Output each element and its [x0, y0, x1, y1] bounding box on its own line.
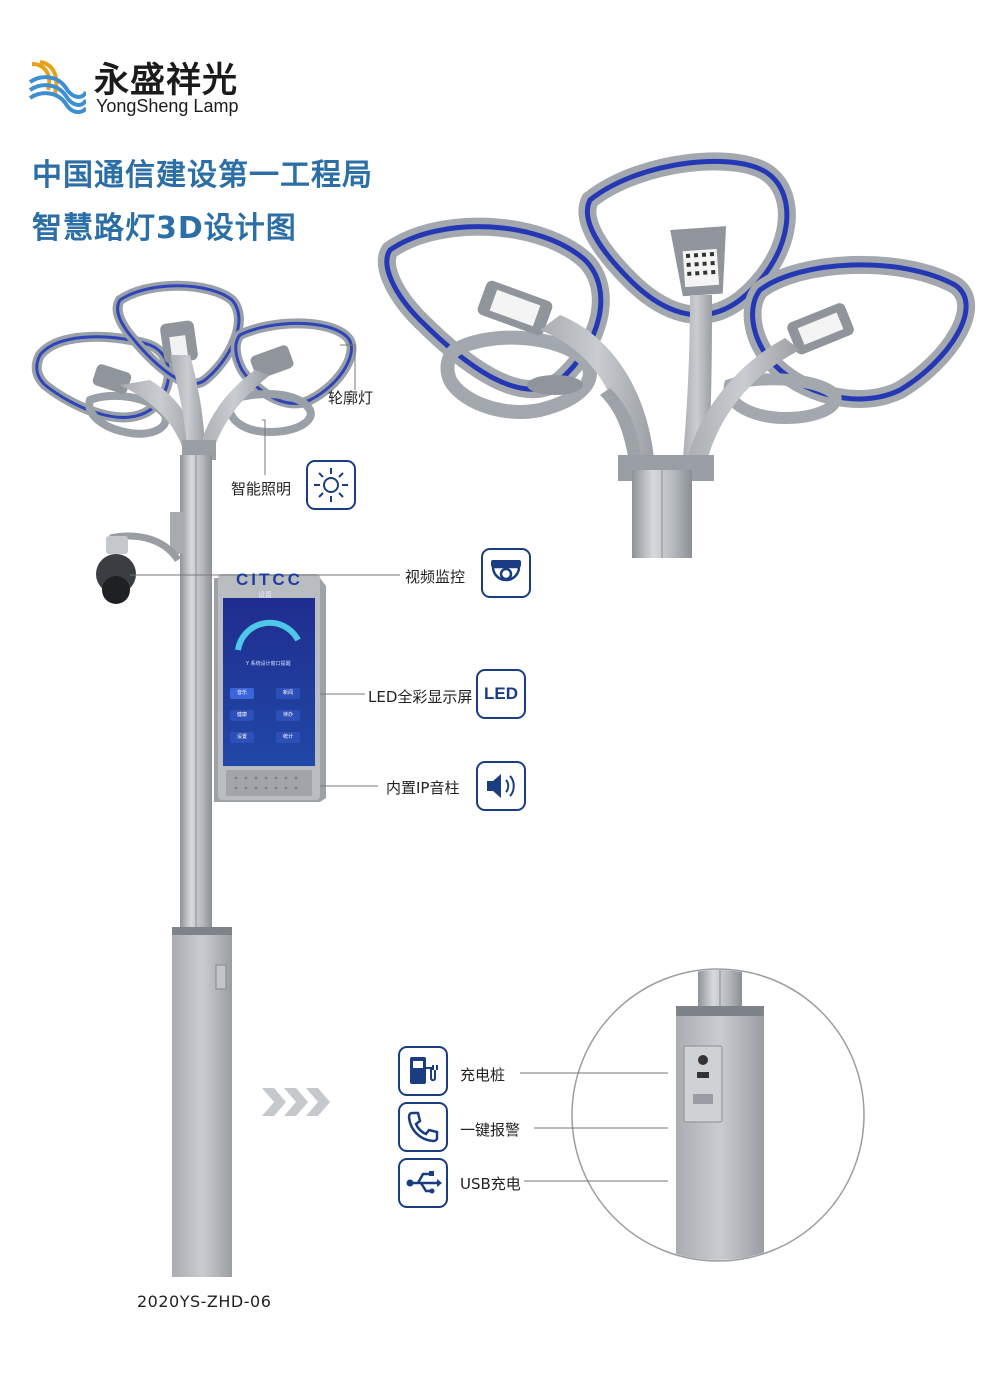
callout-lines	[130, 344, 400, 787]
led-screen-subtitle: Y 系统设计窗口提醒	[246, 661, 291, 667]
led-display-cabinet	[214, 574, 326, 802]
model-number: 2020YS-ZHD-06	[137, 1292, 272, 1311]
feature-charging-station: 充电桩	[460, 1066, 506, 1084]
led-screen-brand: CITCC	[236, 570, 303, 589]
speaker-icon	[476, 761, 526, 811]
callout-video-surveillance: 视频监控	[405, 568, 466, 586]
camera-icon	[481, 548, 531, 598]
charging-station-icon	[398, 1046, 448, 1096]
callout-ip-speaker: 内置IP音柱	[386, 779, 460, 797]
brand-logo: 永盛祥光 YongSheng Lamp	[28, 52, 278, 122]
page-title: 中国通信建设第一工程局	[32, 158, 373, 193]
led-screen-header: 设置	[258, 591, 272, 599]
phone-icon	[398, 1102, 448, 1152]
sun-icon	[306, 460, 356, 510]
led-screen-button-4[interactable]: 待办	[276, 710, 300, 721]
feature-usb-charging: USB充电	[460, 1175, 521, 1193]
page-subtitle: 智慧路灯3D设计图	[32, 211, 297, 246]
left-camera	[96, 512, 184, 604]
led-screen-button-6[interactable]: 统计	[276, 732, 300, 743]
feature-one-key-alarm: 一键报警	[460, 1121, 521, 1139]
left-pole-crown	[31, 280, 357, 460]
callout-led-display: LED全彩显示屏	[368, 688, 473, 706]
led-icon: LED	[476, 669, 526, 719]
crown-detail-view	[377, 152, 975, 558]
usb-icon	[398, 1158, 448, 1208]
led-screen-button-5[interactable]: 设置	[230, 732, 254, 743]
led-screen-button-3[interactable]: 健康	[230, 710, 254, 721]
led-icon-text: LED	[484, 684, 518, 703]
left-pole-shaft	[172, 455, 232, 1277]
brand-name-cn: 永盛祥光	[94, 61, 239, 101]
base-callout-lines	[520, 1072, 668, 1182]
led-screen-button-2[interactable]: 新闻	[276, 688, 300, 699]
brand-name-en: YongSheng Lamp	[96, 96, 239, 116]
callout-contour-light: 轮廓灯	[328, 389, 374, 407]
base-detail-view	[571, 968, 865, 1262]
callout-smart-lighting: 智能照明	[231, 480, 292, 498]
arrow-chevrons-icon	[262, 1088, 330, 1116]
brand-logo-icon	[28, 60, 86, 114]
led-screen-button-1[interactable]: 音乐	[230, 688, 254, 699]
